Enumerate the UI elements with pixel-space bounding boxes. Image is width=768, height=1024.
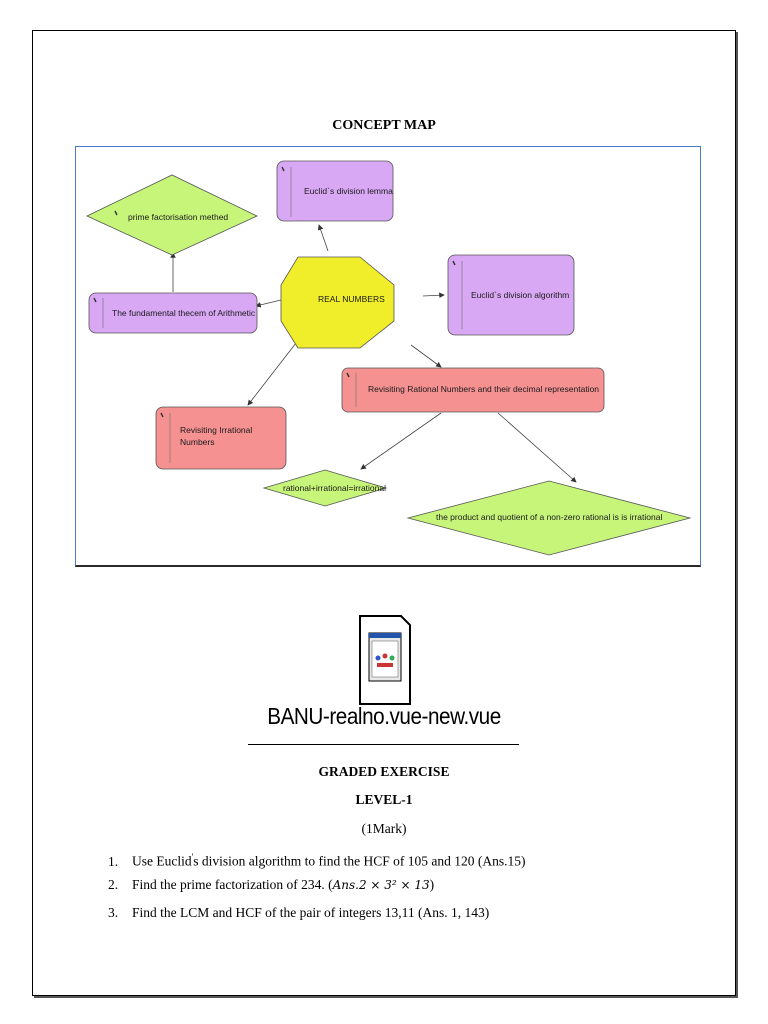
euclid-lemma-label: Euclid`s division lemma bbox=[304, 186, 393, 196]
prime-factorisation-label: prime factorisation methed bbox=[128, 212, 229, 222]
question-item: 3. Find the LCM and HCF of the pair of in… bbox=[108, 904, 525, 932]
fundamental-theorem-label: The fundamental thecem of Arithmetic bbox=[112, 308, 256, 318]
question-number: 2. bbox=[108, 877, 119, 892]
real-numbers-label: REAL NUMBERS bbox=[318, 294, 385, 304]
map-edges bbox=[170, 224, 577, 483]
euclid-lemma-node bbox=[276, 160, 394, 222]
question-list: 1. Use Euclid's division algorithm to fin… bbox=[108, 848, 525, 932]
question-number: 1. bbox=[108, 853, 119, 869]
node-markers bbox=[93, 166, 456, 418]
question-math: Ans.2 × 3² × 13 bbox=[332, 878, 430, 892]
euclid-algorithm-label: Euclid`s division algorithm bbox=[471, 290, 570, 300]
question-text-cont: s division algorithm to find the HCF of … bbox=[193, 853, 526, 869]
question-number: 3. bbox=[108, 905, 119, 920]
product-label: the product and quotient of a non-zero r… bbox=[436, 512, 663, 522]
product-diamond-node bbox=[406, 480, 692, 556]
vue-file-name[interactable]: BANU-realno.vue-new.vue bbox=[267, 703, 501, 729]
rational-numbers-node bbox=[341, 367, 605, 413]
irrational-numbers-node bbox=[155, 406, 287, 470]
irrational-numbers-label-2: Numbers bbox=[180, 437, 215, 447]
question-text: Use Euclid bbox=[132, 853, 192, 869]
question-text: Find the LCM and HCF of the pair of inte… bbox=[132, 905, 490, 920]
exercise-level: LEVEL-1 bbox=[355, 792, 413, 807]
fundamental-theorem-node bbox=[88, 292, 258, 334]
question-apostrophe: ' bbox=[191, 852, 194, 862]
irrational-numbers-label-1: Revisiting Irrational bbox=[180, 425, 253, 435]
real-numbers-node bbox=[280, 256, 395, 349]
rational-numbers-label: Revisiting Rational Numbers and their de… bbox=[368, 384, 600, 394]
question-text-cont: ) bbox=[429, 877, 435, 892]
question-text: Find the prime factorization of 234. ( bbox=[132, 877, 333, 892]
vue-file-icon[interactable] bbox=[359, 615, 411, 705]
page-border bbox=[32, 30, 736, 996]
exercise-title: GRADED EXERCISE bbox=[318, 764, 450, 779]
question-item: 2. Find the prime factorization of 234. (… bbox=[108, 876, 525, 904]
euclid-algorithm-node bbox=[447, 254, 575, 336]
exercise-marks: (1Mark) bbox=[361, 821, 407, 836]
sum-label: rational+irrational=irrational bbox=[283, 483, 387, 493]
sum-diamond-node bbox=[262, 469, 388, 507]
question-item: 1. Use Euclid's division algorithm to fin… bbox=[108, 848, 525, 876]
prime-factorisation-node bbox=[86, 174, 258, 256]
divider bbox=[248, 744, 519, 745]
concept-map: Euclid`s division lemma Euclid`s divisio… bbox=[75, 146, 701, 567]
concept-map-heading: CONCEPT MAP bbox=[332, 118, 436, 133]
